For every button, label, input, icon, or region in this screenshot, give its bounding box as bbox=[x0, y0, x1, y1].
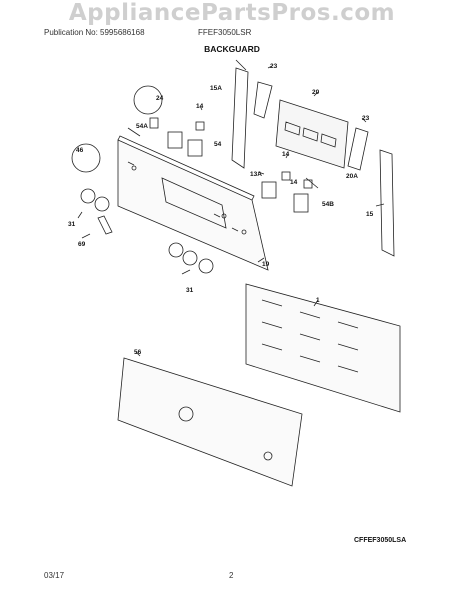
drawing-reference: CFFEF3050LSA bbox=[354, 537, 407, 544]
callout-15a: 15A bbox=[210, 85, 222, 92]
page-number: 2 bbox=[229, 571, 234, 580]
callout-54: 54 bbox=[214, 141, 222, 148]
knobs bbox=[80, 188, 214, 274]
footer-date: 03/17 bbox=[44, 571, 65, 580]
callout-69: 69 bbox=[78, 241, 86, 248]
trim-bracket-right bbox=[347, 127, 369, 171]
right-end-bracket bbox=[379, 149, 395, 257]
callout-24: 24 bbox=[156, 95, 164, 102]
electronic-control bbox=[275, 99, 349, 169]
callout-31b: 31 bbox=[186, 287, 194, 294]
callout-1: 1 bbox=[316, 297, 320, 304]
publication-number: Publication No: 5995686168 bbox=[44, 28, 145, 37]
control-panel bbox=[117, 135, 269, 271]
callout-23a: 23 bbox=[270, 63, 278, 70]
callout-54b: 54B bbox=[322, 201, 334, 208]
model-number: FFEF3050LSR bbox=[198, 28, 252, 37]
callout-46: 46 bbox=[76, 147, 84, 154]
watermark: AppliancePartsPros.com bbox=[68, 0, 396, 26]
relay-group bbox=[261, 171, 313, 213]
left-end-bracket bbox=[231, 67, 249, 169]
section-title: BACKGUARD bbox=[204, 44, 260, 54]
callout-13a: 13A bbox=[250, 171, 262, 178]
callout-20: 20 bbox=[312, 89, 320, 96]
rear-cover bbox=[245, 283, 401, 413]
trim-bracket-left bbox=[253, 81, 273, 119]
callout-15: 15 bbox=[366, 211, 374, 218]
callout-19: 19 bbox=[262, 261, 270, 268]
callout-circle-24 bbox=[133, 85, 163, 115]
callout-14c: 14 bbox=[290, 179, 298, 186]
callout-circle-46 bbox=[71, 143, 101, 173]
callout-14a: 14 bbox=[196, 103, 204, 110]
callout-14b: 14 bbox=[282, 151, 290, 158]
lower-panel bbox=[117, 357, 303, 487]
callout-23b: 23 bbox=[362, 115, 370, 122]
callout-31a: 31 bbox=[68, 221, 76, 228]
callout-56: 56 bbox=[134, 349, 142, 356]
callout-20a: 20A bbox=[346, 173, 358, 180]
switch-group bbox=[149, 117, 205, 157]
callout-54a: 54A bbox=[136, 123, 148, 130]
